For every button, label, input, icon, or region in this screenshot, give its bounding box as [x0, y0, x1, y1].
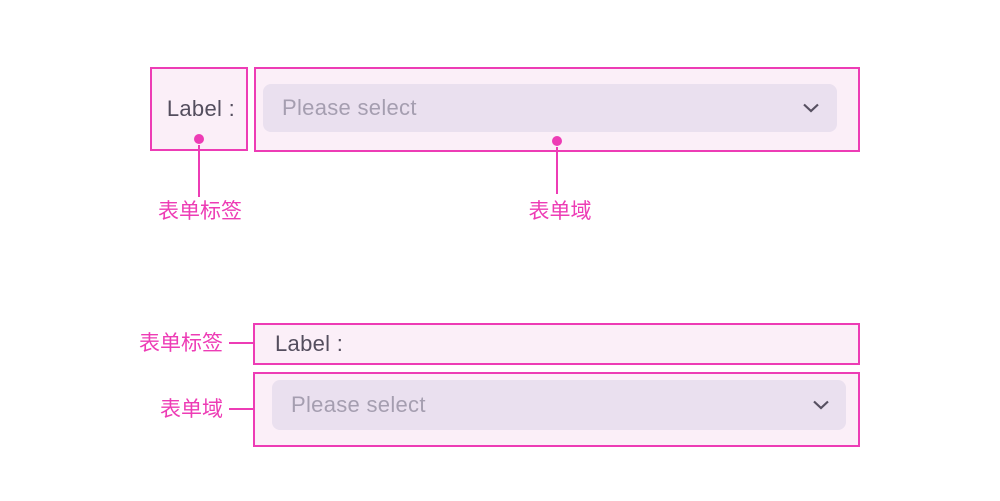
form-label-text: Label : — [275, 331, 344, 356]
form-label-text: Label : — [166, 96, 235, 121]
annotation-dot-field — [552, 136, 562, 146]
select-placeholder-text: Please select — [282, 95, 417, 120]
annotation-form-field: 表单域 — [160, 398, 223, 421]
vertical-field-box: Please select — [253, 372, 860, 447]
annotation-line-field — [556, 147, 558, 194]
annotation-line-label — [229, 342, 257, 344]
annotation-form-field: 表单域 — [528, 200, 592, 223]
annotation-dot-label — [194, 134, 204, 144]
horizontal-form-section: Label : Please select 表单标签 表单域 — [0, 0, 1000, 240]
annotation-line-label — [198, 145, 200, 197]
annotation-line-field — [229, 408, 257, 410]
vertical-label-box: Label : — [253, 323, 860, 365]
annotation-form-label: 表单标签 — [139, 332, 223, 355]
vertical-form-section: 表单标签 Label : 表单域 Please select — [0, 240, 1000, 501]
select-input[interactable]: Please select — [272, 380, 846, 430]
chevron-down-icon — [811, 380, 831, 430]
chevron-down-icon — [801, 84, 821, 132]
annotation-form-label: 表单标签 — [158, 200, 242, 223]
select-placeholder-text: Please select — [291, 392, 426, 417]
select-input[interactable]: Please select — [263, 84, 837, 132]
